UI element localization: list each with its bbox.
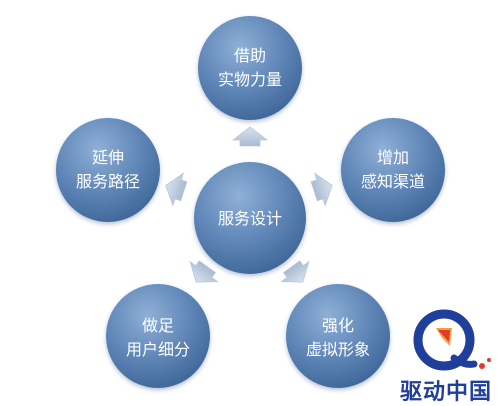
node-left: 延伸 服务路径	[56, 118, 160, 222]
node-bottom-left: 做足 用户细分	[106, 284, 210, 388]
center-node-label: 服务设计	[218, 209, 282, 228]
node-bottom-left-line2: 用户细分	[126, 340, 190, 359]
node-bottom-right-line1: 强化	[322, 316, 354, 335]
node-left-line1: 延伸	[92, 148, 124, 167]
node-bottom-right: 强化 虚拟形象	[286, 284, 390, 388]
arrow-to-bottom-left	[189, 260, 219, 283]
node-bottom-left-line1: 做足	[142, 316, 174, 335]
arrow-to-top	[231, 126, 269, 147]
node-right-line1: 增加	[377, 148, 409, 167]
watermark-text: 驱动中国	[399, 380, 492, 405]
node-right: 增加 感知渠道	[341, 118, 445, 222]
center-node: 服务设计	[194, 162, 306, 274]
arrow-to-bottom-right	[280, 260, 310, 283]
node-top-line2: 实物力量	[218, 70, 282, 89]
node-bottom-right-line2: 虚拟形象	[306, 340, 370, 359]
watermark: 驱动中国	[392, 300, 500, 406]
arrow-to-left	[165, 172, 188, 207]
node-top-line1: 借助	[234, 46, 266, 65]
arrow-to-right	[310, 172, 333, 207]
node-right-line2: 感知渠道	[361, 172, 425, 191]
qudong-q-logo-icon	[413, 309, 491, 371]
node-top: 借助 实物力量	[198, 16, 302, 120]
node-left-line2: 服务路径	[76, 172, 140, 191]
